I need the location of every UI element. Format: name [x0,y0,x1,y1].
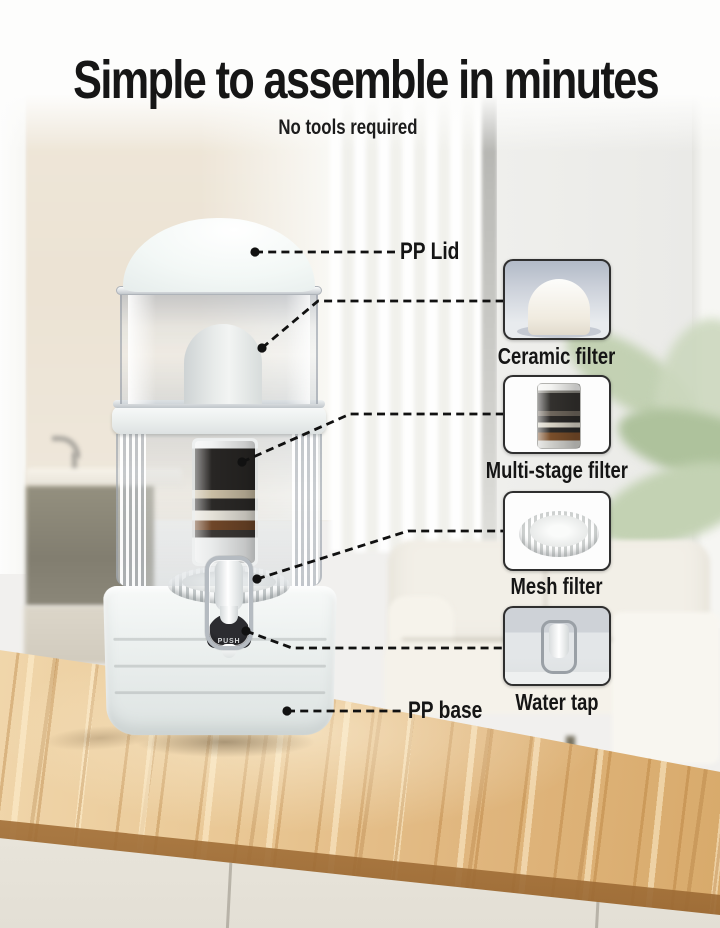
callout-line-multi-stage [241,412,505,464]
thumbnail-multi-stage-filter [503,375,611,454]
kitchen-faucet-pipe [72,452,77,480]
page-title-text: Simple to assemble in minutes [73,50,660,110]
callout-line-mesh [256,529,505,581]
tank-shine [128,294,156,404]
cartridge-shine [538,384,580,448]
mesh-thumb-top [530,515,588,547]
label-ceramic-filter: Ceramic filter [498,343,616,369]
callout-dot [252,574,262,584]
tank-flute [120,434,146,586]
push-text: PUSH [217,638,241,645]
callout-dot [250,247,260,257]
callout-line-ceramic [261,299,503,350]
thumbnail-mesh-filter [503,491,611,571]
thumbnail-water-tap [503,606,611,686]
mesh-thumb-disc [519,511,599,557]
label-pp-base: PP base [408,697,483,724]
side-table [612,612,720,764]
water-tap-neck [220,606,238,624]
tap-thumb-body [549,624,569,658]
multi-stage-cartridge [192,438,258,566]
upper-tank [120,294,318,404]
lower-tank [116,434,322,586]
callout-dot [241,626,251,636]
water-tap-bracket [205,556,253,650]
thumbnail-ceramic-filter [503,259,611,340]
label-water-tap: Water tap [515,689,599,715]
ceramic-thumb-dome [528,279,590,335]
tap-thumb-bracket [541,620,577,674]
page-subtitle-text: No tools required [278,116,418,139]
ceramic-filter-dome [184,324,262,404]
page-title: Simple to assemble in minutes [0,50,720,110]
page-subtitle: No tools required [0,114,696,142]
label-multi-stage-filter: Multi-stage filter [485,457,629,483]
callout-dot [282,706,292,716]
callout-dot [237,457,247,467]
header-backdrop [0,0,720,152]
kitchen-faucet [52,436,80,458]
label-pp-lid: PP Lid [400,238,460,265]
callout-dot [257,343,267,353]
multi-stage-thumb-cartridge [537,383,581,449]
callout-line-water-tap [245,629,502,650]
tank-rim [113,400,325,408]
label-mesh-filter: Mesh filter [510,573,604,599]
tap-thumb-base [505,672,609,684]
middle-collar [112,406,326,434]
